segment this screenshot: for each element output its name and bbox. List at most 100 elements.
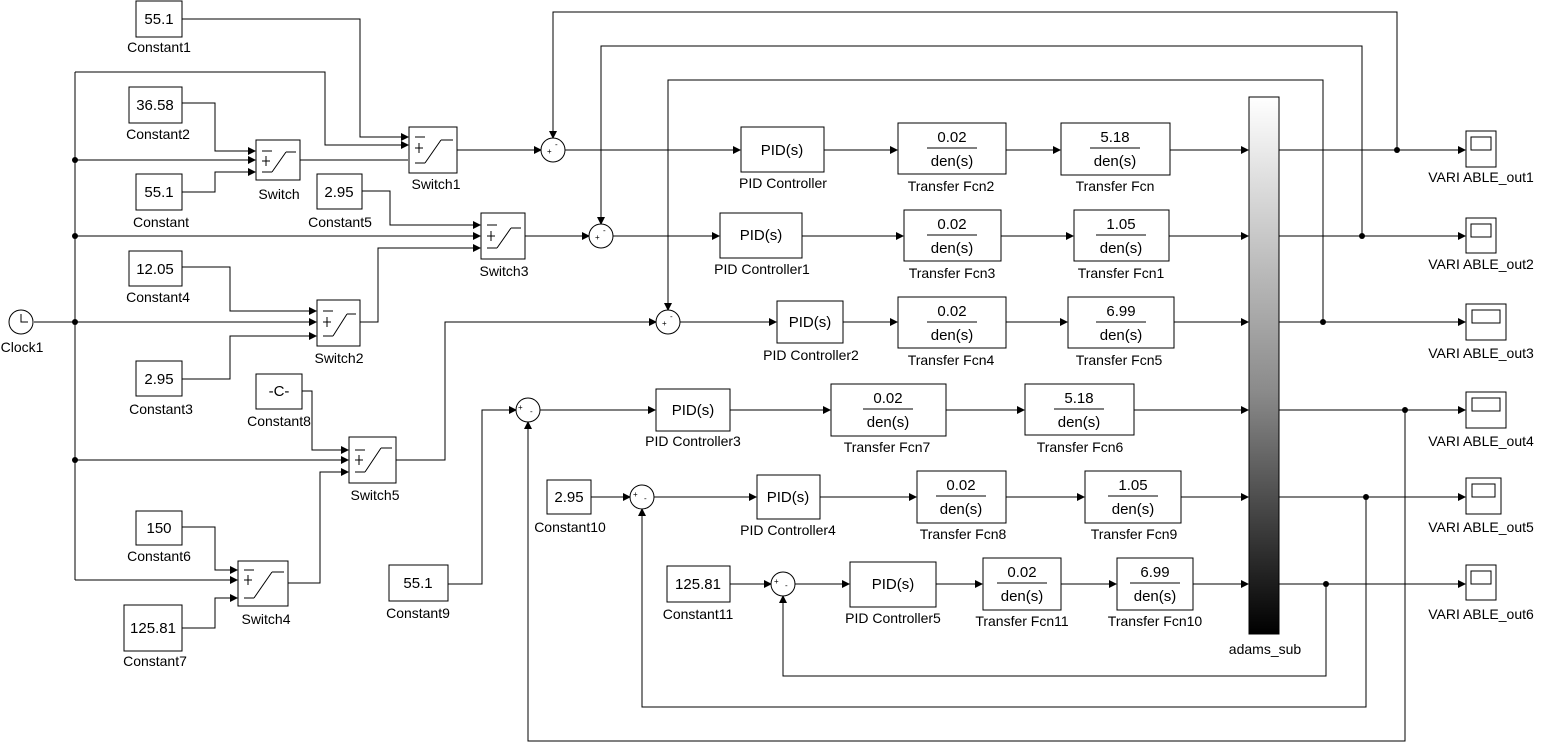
switch-block[interactable]: Switch1: [408, 126, 461, 192]
constant-block[interactable]: 55.1 Constant: [133, 173, 189, 230]
pid-controller-block[interactable]: PID(s) PID Controller: [739, 126, 827, 191]
tf-denominator: den(s): [1001, 588, 1044, 605]
tf-numerator: 1.05: [1118, 477, 1147, 494]
clock-label: Clock1: [1, 339, 44, 355]
constant-block[interactable]: 55.1 Constant9: [386, 564, 450, 621]
constant-block[interactable]: 2.95 Constant3: [129, 360, 193, 417]
switch-block[interactable]: Switch2: [314, 299, 364, 366]
scope-label: VARI ABLE_out3: [1428, 345, 1534, 361]
constant-label: Constant9: [386, 605, 450, 621]
sum-block[interactable]: + -: [770, 571, 796, 597]
transfer-fcn-block[interactable]: 0.02 den(s) Transfer Fcn8: [916, 470, 1007, 542]
tf-denominator: den(s): [867, 414, 910, 431]
scope-block[interactable]: VARI ABLE_out4: [1428, 391, 1534, 449]
constant-label: Constant7: [123, 653, 187, 669]
tf-numerator: 0.02: [937, 303, 966, 320]
constant-value: 2.95: [324, 184, 353, 201]
sum-minus-sign: -: [603, 226, 606, 235]
tf-denominator: den(s): [940, 501, 983, 518]
switch-block[interactable]: Switch: [255, 139, 301, 202]
transfer-fcn-block[interactable]: 0.02 den(s) Transfer Fcn7: [830, 383, 947, 455]
tf-label: Transfer Fcn3: [909, 265, 996, 281]
clock-block[interactable]: Clock1: [1, 309, 44, 355]
constant-label: Constant10: [534, 519, 606, 535]
constant-block[interactable]: 2.95 Constant10: [534, 479, 606, 535]
tf-label: Transfer Fcn8: [920, 526, 1007, 542]
pid-controller-block[interactable]: PID(s) PID Controller3: [645, 388, 741, 449]
tf-numerator: 0.02: [937, 129, 966, 146]
transfer-fcn-block[interactable]: 5.18 den(s) Transfer Fcn6: [1024, 383, 1135, 455]
scope-label: VARI ABLE_out4: [1428, 433, 1534, 449]
tf-label: Transfer Fcn4: [908, 352, 995, 368]
constant-label: Constant5: [308, 214, 372, 230]
tf-denominator: den(s): [1112, 501, 1155, 518]
switch-label: Switch3: [479, 263, 528, 279]
transfer-fcn-block[interactable]: 0.02 den(s) Transfer Fcn11: [975, 557, 1069, 629]
tf-denominator: den(s): [1100, 240, 1143, 257]
tf-denominator: den(s): [931, 153, 974, 170]
junction-dots: [72, 147, 1408, 587]
switch-block[interactable]: Switch4: [237, 560, 291, 627]
switch-label: Switch1: [411, 176, 460, 192]
tf-label: Transfer Fcn1: [1078, 265, 1165, 281]
transfer-fcn-block[interactable]: 6.99 den(s) Transfer Fcn5: [1067, 296, 1175, 368]
tf-label: Transfer Fcn10: [1108, 613, 1203, 629]
pid-text: PID(s): [767, 489, 810, 506]
pid-controller-block[interactable]: PID(s) PID Controller1: [714, 212, 810, 277]
switch-label: Switch5: [350, 487, 399, 503]
switch-block[interactable]: Switch5: [348, 436, 400, 503]
pid-text: PID(s): [740, 227, 783, 244]
tf-denominator: den(s): [1134, 588, 1177, 605]
scope-block[interactable]: VARI ABLE_out1: [1428, 130, 1534, 185]
sum-block[interactable]: + -: [655, 309, 681, 335]
transfer-fcn-block[interactable]: 0.02 den(s) Transfer Fcn3: [903, 209, 1002, 281]
constant-label: Constant4: [126, 289, 190, 305]
constant-block[interactable]: 36.58 Constant2: [126, 86, 190, 142]
constant-block[interactable]: 55.1 Constant1: [127, 0, 191, 55]
constant-block[interactable]: 150 Constant6: [127, 510, 191, 564]
constant-block[interactable]: -C- Constant8: [247, 373, 311, 429]
sum-plus-sign: +: [547, 147, 552, 156]
pid-controller-block[interactable]: PID(s) PID Controller5: [845, 561, 941, 626]
tf-numerator: 0.02: [873, 390, 902, 407]
scope-block[interactable]: VARI ABLE_out2: [1428, 217, 1534, 272]
sum-block[interactable]: + -: [540, 137, 566, 163]
pid-label: PID Controller4: [740, 522, 836, 538]
transfer-fcn-block[interactable]: 5.18 den(s) Transfer Fcn: [1060, 122, 1171, 194]
constant-label: Constant: [133, 214, 189, 230]
pid-text: PID(s): [761, 142, 804, 159]
sum-plus-sign: +: [774, 577, 779, 586]
sum-block[interactable]: + -: [588, 223, 614, 249]
scope-block[interactable]: VARI ABLE_out5: [1428, 477, 1534, 535]
constant-block[interactable]: 125.81 Constant11: [663, 565, 734, 622]
switch-block[interactable]: Switch3: [479, 212, 529, 279]
constant-value: 125.81: [130, 620, 176, 637]
constant-block[interactable]: 125.81 Constant7: [123, 604, 187, 669]
tf-label: Transfer Fcn5: [1076, 352, 1163, 368]
adams-sub-block[interactable]: adams_sub: [1229, 96, 1302, 657]
scope-label: VARI ABLE_out2: [1428, 256, 1534, 272]
transfer-fcn-block[interactable]: 0.02 den(s) Transfer Fcn2: [897, 122, 1007, 194]
pid-text: PID(s): [672, 402, 715, 419]
constant-block[interactable]: 12.05 Constant4: [126, 250, 190, 305]
constant-block[interactable]: 2.95 Constant5: [308, 173, 372, 230]
transfer-fcn-block[interactable]: 6.99 den(s) Transfer Fcn10: [1108, 557, 1203, 629]
scope-block[interactable]: VARI ABLE_out3: [1428, 303, 1534, 361]
pid-label: PID Controller3: [645, 433, 741, 449]
transfer-fcn-block[interactable]: 1.05 den(s) Transfer Fcn9: [1084, 470, 1182, 542]
scope-block[interactable]: VARI ABLE_out6: [1428, 564, 1534, 622]
sum-block[interactable]: + -: [515, 397, 541, 423]
pid-controller-block[interactable]: PID(s) PID Controller2: [763, 300, 859, 363]
constant-value: 55.1: [403, 575, 432, 592]
switch-label: Switch2: [314, 350, 363, 366]
transfer-fcn-block[interactable]: 1.05 den(s) Transfer Fcn1: [1073, 209, 1170, 281]
sum-minus-sign: -: [530, 407, 533, 416]
tf-label: Transfer Fcn: [1076, 178, 1155, 194]
adams-sub-label: adams_sub: [1229, 641, 1302, 657]
pid-controller-block[interactable]: PID(s) PID Controller4: [740, 474, 836, 538]
sum-plus-sign: +: [518, 403, 523, 412]
tf-label: Transfer Fcn6: [1037, 439, 1124, 455]
sum-plus-sign: +: [662, 319, 667, 328]
transfer-fcn-block[interactable]: 0.02 den(s) Transfer Fcn4: [897, 296, 1007, 368]
sum-block[interactable]: + -: [629, 484, 655, 510]
